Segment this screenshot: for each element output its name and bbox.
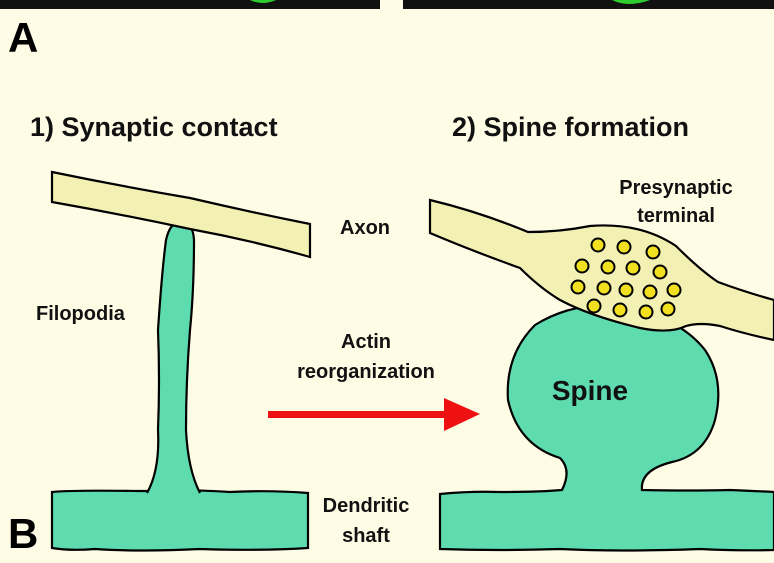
left-stage-title: 1) Synaptic contact [30, 112, 278, 142]
vesicle [654, 266, 667, 279]
arrow-shaft [268, 411, 448, 418]
left-micrograph-edge [0, 0, 380, 9]
spine-label: Spine [552, 375, 628, 406]
filopodium [147, 221, 200, 493]
vesicle [572, 281, 585, 294]
vesicle [618, 241, 631, 254]
panel-letter-a: A [8, 14, 38, 61]
spine-and-dendritic-shaft [440, 305, 774, 550]
vesicle [592, 239, 605, 252]
vesicle [614, 304, 627, 317]
vesicle [620, 284, 633, 297]
vesicle [640, 306, 653, 319]
actin-label-line1: Actin [341, 331, 391, 353]
vesicle [668, 284, 681, 297]
vesicle [662, 303, 675, 316]
dendritic-label-line2: shaft [342, 525, 390, 547]
vesicle [598, 282, 611, 295]
vesicle [627, 262, 640, 275]
top-image-strip [0, 0, 774, 9]
vesicle [576, 260, 589, 273]
actin-label-line2: reorganization [297, 361, 435, 383]
presynaptic-label-line2: terminal [637, 205, 715, 227]
right-micrograph-edge [403, 0, 774, 9]
right-stage-title: 2) Spine formation [452, 112, 689, 142]
reorganization-arrow [268, 398, 480, 431]
vesicle [647, 246, 660, 259]
left-dendritic-shaft [52, 490, 308, 550]
vesicle [602, 261, 615, 274]
arrow-head [444, 398, 480, 431]
vesicle [644, 286, 657, 299]
filopodia-label: Filopodia [36, 303, 126, 325]
dendritic-label-line1: Dendritic [323, 495, 410, 517]
vesicle [588, 300, 601, 313]
presynaptic-label-line1: Presynaptic [619, 177, 732, 199]
axon-label: Axon [340, 217, 390, 239]
panel-letter-b: B [8, 510, 38, 557]
